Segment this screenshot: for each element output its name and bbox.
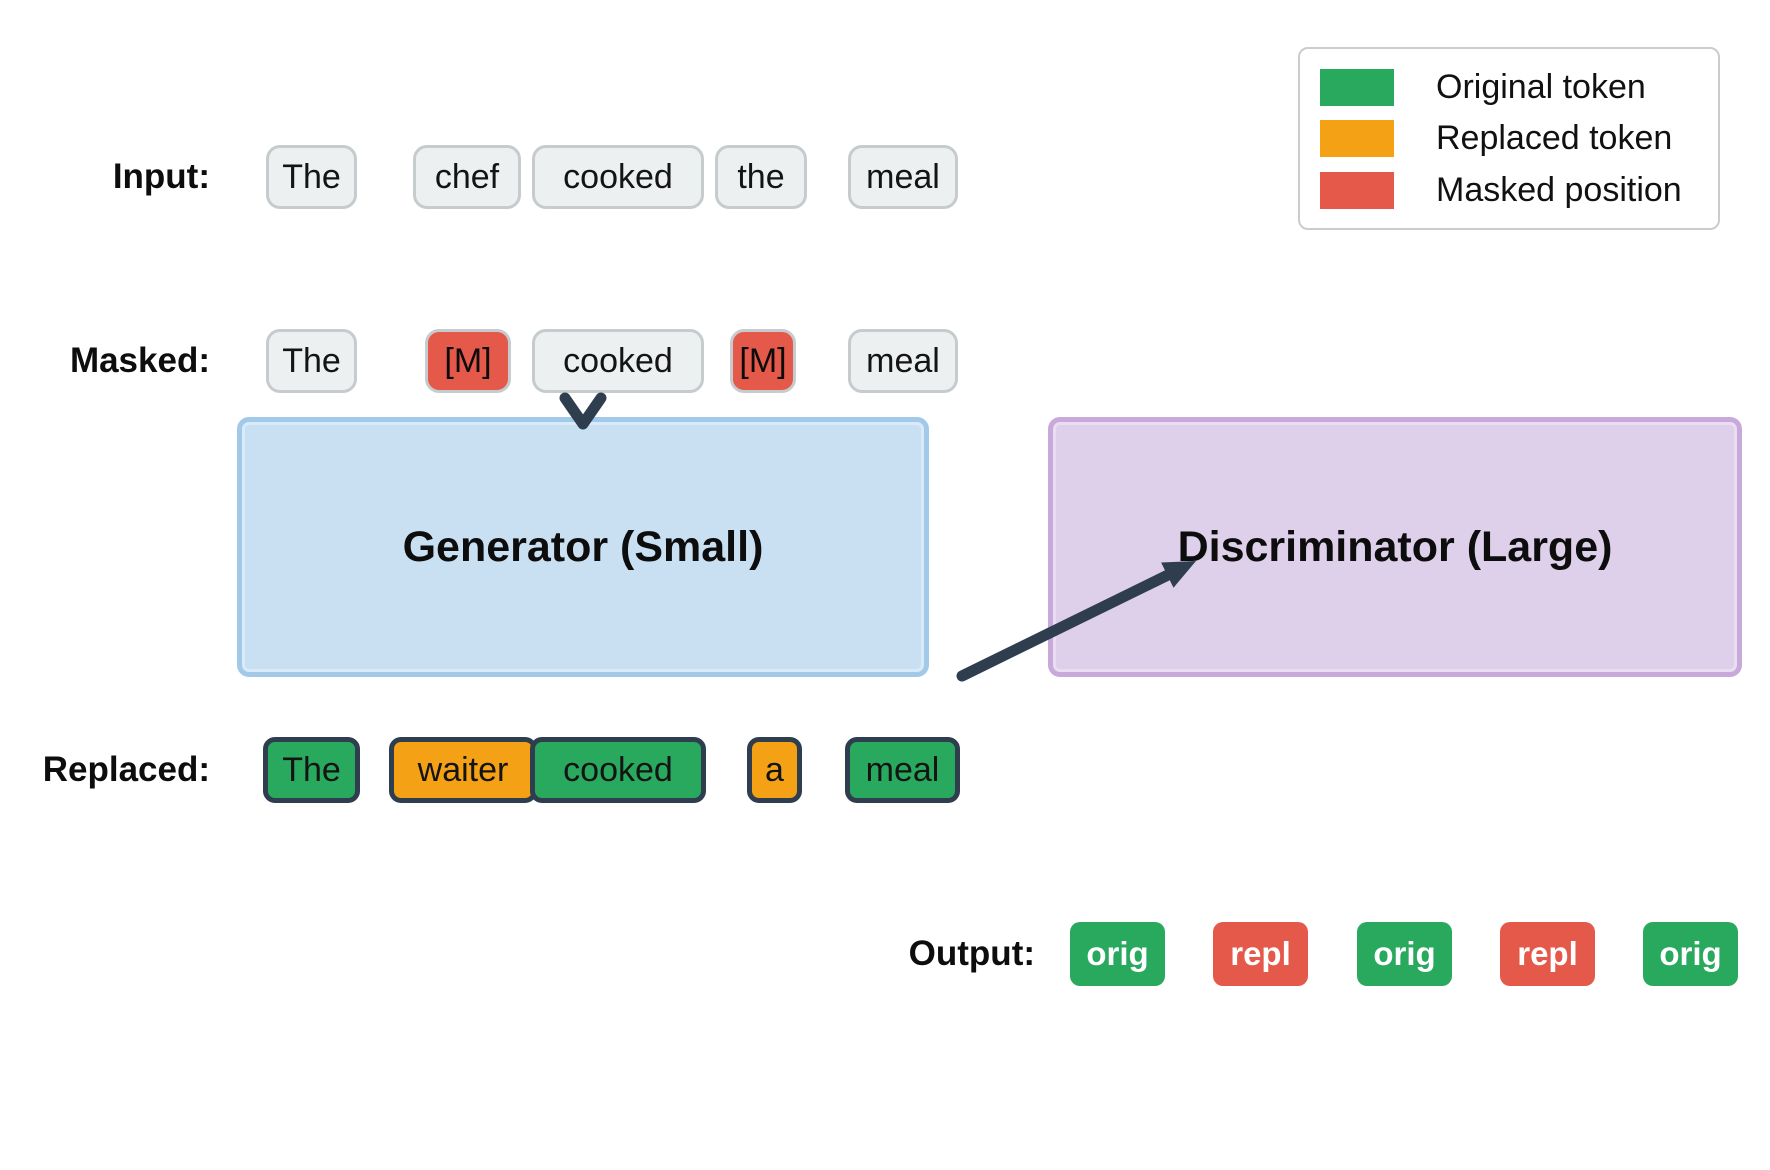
replaced-token-cooked: cooked <box>530 737 706 803</box>
output-badge-repl-2: repl <box>1500 922 1595 986</box>
generator-box: Generator (Small) <box>237 417 929 677</box>
input-token-cooked: cooked <box>532 145 704 209</box>
output-badge-orig-2: orig <box>1357 922 1452 986</box>
input-token-the-2: the <box>715 145 807 209</box>
masked-token-mask-2: [M] <box>730 329 796 393</box>
masked-token-meal: meal <box>848 329 958 393</box>
replaced-token-waiter: waiter <box>389 737 537 803</box>
output-badge-orig-1: orig <box>1070 922 1165 986</box>
masked-token-mask-1: [M] <box>425 329 511 393</box>
replaced-token-meal: meal <box>845 737 960 803</box>
masked-token-the: The <box>266 329 357 393</box>
generator-label: Generator (Small) <box>402 522 764 571</box>
legend-label: Replaced token <box>1436 119 1673 157</box>
output-badge-orig-3: orig <box>1643 922 1738 986</box>
legend-label: Masked position <box>1436 170 1682 209</box>
original-token-swatch <box>1320 68 1394 106</box>
replaced-token-swatch <box>1320 120 1394 157</box>
input-token-chef: chef <box>413 145 521 209</box>
input-row-label: Input: <box>112 157 210 196</box>
masked-position-swatch <box>1320 171 1394 209</box>
discriminator-label: Discriminator (Large) <box>1177 522 1613 571</box>
legend-label: Original token <box>1436 67 1646 106</box>
masked-token-cooked: cooked <box>532 329 704 393</box>
output-row-label: Output: <box>908 934 1035 973</box>
input-token-the-1: The <box>266 145 357 209</box>
discriminator-box: Discriminator (Large) <box>1048 417 1742 677</box>
replaced-token-a: a <box>747 737 802 803</box>
legend-item-masked: Masked position <box>1320 166 1698 214</box>
legend-item-original: Original token <box>1320 63 1698 111</box>
legend-item-replaced: Replaced token <box>1320 115 1698 163</box>
replaced-row-label: Replaced: <box>42 750 210 789</box>
output-badge-repl-1: repl <box>1213 922 1308 986</box>
legend: Original token Replaced token Masked pos… <box>1298 47 1720 230</box>
input-token-meal: meal <box>848 145 958 209</box>
replaced-token-the: The <box>263 737 360 803</box>
masked-row-label: Masked: <box>69 341 210 380</box>
